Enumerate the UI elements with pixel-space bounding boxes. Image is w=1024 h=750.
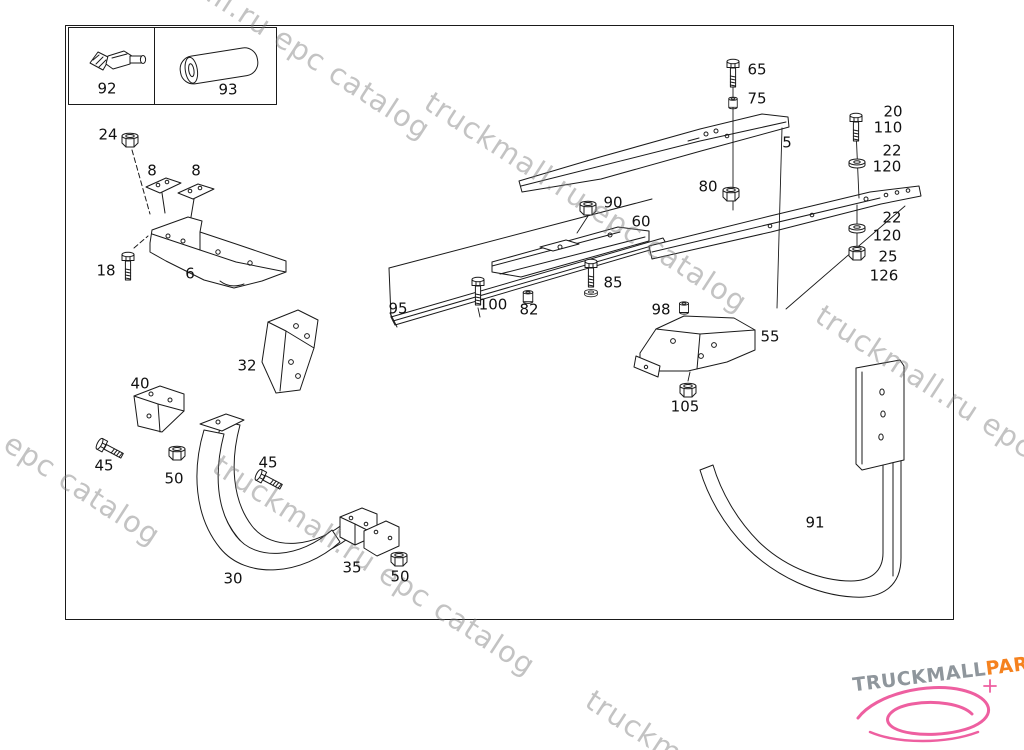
part-label-8-left: 8 xyxy=(147,161,157,180)
part-label-93: 93 xyxy=(218,80,238,99)
part-label-105: 105 xyxy=(670,397,700,416)
part-label-92: 92 xyxy=(97,79,117,98)
part-label-120-lower: 120 xyxy=(872,226,902,245)
part-label-35: 35 xyxy=(342,558,362,577)
part-label-25: 25 xyxy=(878,247,898,266)
part-label-82: 82 xyxy=(519,300,539,319)
part-55-bracket xyxy=(633,315,756,378)
part-label-22-lower: 22 xyxy=(882,208,902,227)
part-label-126: 126 xyxy=(869,266,899,285)
part-label-110: 110 xyxy=(873,118,903,137)
part-label-55: 55 xyxy=(760,327,780,346)
brand-logo: TRUCKMALLPARTS xyxy=(846,650,1024,750)
part-label-8-right: 8 xyxy=(191,161,201,180)
part-label-98: 98 xyxy=(651,300,671,319)
part-label-6: 6 xyxy=(185,264,195,283)
part-label-20: 20 xyxy=(883,102,903,121)
part-label-65: 65 xyxy=(747,60,767,79)
part-label-85: 85 xyxy=(603,273,623,292)
part-label-120-upper: 120 xyxy=(872,157,902,176)
part-40-bracket xyxy=(133,385,185,433)
part-label-30: 30 xyxy=(223,569,243,588)
part-label-45-right: 45 xyxy=(258,453,278,472)
logo-swirl-icon xyxy=(856,679,997,743)
part-label-50-right: 50 xyxy=(390,567,410,586)
part-93-sleeve xyxy=(179,47,259,85)
diagram-border xyxy=(65,25,954,620)
part-label-22-upper: 22 xyxy=(882,141,902,160)
part-6-bracket xyxy=(149,216,287,289)
part-8-plates xyxy=(145,177,215,218)
part-92-fitting xyxy=(89,50,147,71)
part-label-80: 80 xyxy=(698,177,718,196)
part-label-90: 90 xyxy=(603,193,623,212)
part-5-crossmember-lower xyxy=(648,185,922,260)
part-60-crossmember xyxy=(491,226,650,278)
logo-text-parts: PARTS xyxy=(984,649,1024,681)
part-label-50-left: 50 xyxy=(164,469,184,488)
leader-18-line xyxy=(133,235,149,249)
part-label-60: 60 xyxy=(631,212,651,231)
leader-24-line xyxy=(131,149,151,215)
part-label-32: 32 xyxy=(237,356,257,375)
part-label-40: 40 xyxy=(130,374,150,393)
part-91-bracket xyxy=(699,359,905,598)
part-label-24: 24 xyxy=(98,125,118,144)
part-5-crossmember-upper xyxy=(518,113,790,193)
part-label-95: 95 xyxy=(388,299,408,318)
inset-box-92 xyxy=(68,27,155,105)
part-35-plates xyxy=(339,507,400,557)
part-32-bracket xyxy=(261,309,319,394)
part-label-91: 91 xyxy=(805,513,825,532)
part-label-100: 100 xyxy=(478,295,508,314)
part-label-5: 5 xyxy=(782,133,792,152)
part-label-45-left: 45 xyxy=(94,456,114,475)
part-label-18: 18 xyxy=(96,261,116,280)
part-label-75: 75 xyxy=(747,89,767,108)
